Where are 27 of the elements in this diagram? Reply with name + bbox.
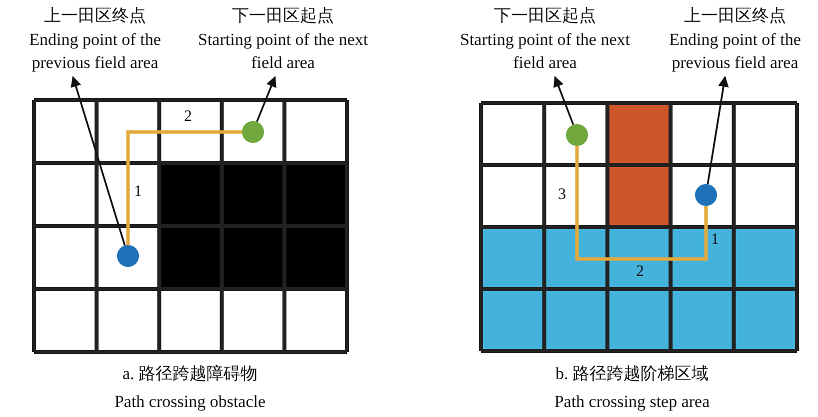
leader-arrow <box>553 76 574 125</box>
callout-heading: 下一田区起点 <box>493 5 597 27</box>
segment-number: 3 <box>558 186 566 204</box>
start-point-dot <box>566 124 588 146</box>
callout-heading: 上一田区终点 <box>683 5 787 27</box>
path-line <box>126 130 242 245</box>
figure-caption: b. 路径跨越阶梯区域 <box>556 363 708 385</box>
leader-arrow <box>706 76 729 184</box>
callout-heading: 下一田区起点 <box>231 5 335 27</box>
callout-label: Starting point of the next field area <box>460 29 630 74</box>
leader-arrow <box>70 76 126 246</box>
segment-number: 1 <box>134 183 142 201</box>
start-point-dot <box>242 121 264 143</box>
end-point-dot <box>117 245 139 267</box>
segment-number: 2 <box>636 263 644 281</box>
path-line <box>575 146 708 261</box>
figure-caption: Path crossing step area <box>554 392 710 412</box>
callout-label: Ending point of the previous field area <box>28 29 162 74</box>
end-point-dot <box>695 184 717 206</box>
figure-caption: Path crossing obstacle <box>114 392 266 412</box>
segment-number: 2 <box>184 108 192 126</box>
callout-heading: 上一田区终点 <box>43 5 147 27</box>
figure-caption: a. 路径跨越障碍物 <box>122 363 258 385</box>
callout-label: Starting point of the next field area <box>198 29 368 74</box>
segment-number: 1 <box>711 231 719 249</box>
leader-arrow <box>256 76 276 122</box>
callout-label: Ending point of the previous field area <box>668 29 802 74</box>
